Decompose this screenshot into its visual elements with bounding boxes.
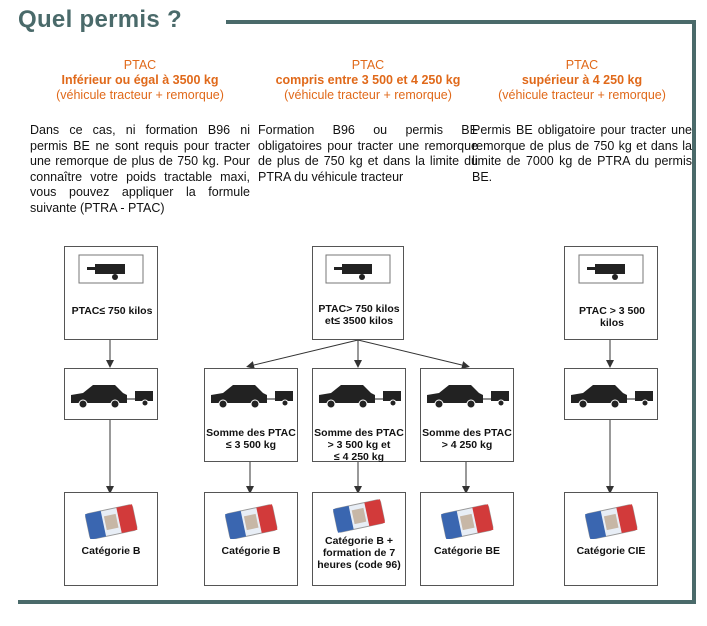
car-trailer-box-5 (564, 368, 658, 420)
ptac-box-label: PTAC> 750 kilos et≤ 3500 kilos (313, 303, 405, 327)
sum-ptac-label: Somme des PTAC ≤ 3 500 kg (205, 427, 297, 451)
license-box-1: Catégorie B (64, 492, 158, 586)
license-card-icon (329, 499, 389, 533)
trailer-icon (565, 251, 657, 291)
license-box-2: Catégorie B (204, 492, 298, 586)
category-label: Catégorie B (222, 545, 281, 557)
license-card-icon (81, 503, 141, 539)
car-trailer-icon (65, 379, 157, 415)
trailer-box-3: PTAC > 3 500 kilos (564, 246, 658, 340)
license-box-4: Catégorie BE (420, 492, 514, 586)
ptac-box-label: PTAC≤ 750 kilos (65, 305, 159, 317)
car-trailer-icon (565, 379, 657, 415)
category-label: Catégorie B (82, 545, 141, 557)
trailer-box-2: PTAC> 750 kilos et≤ 3500 kilos (312, 246, 404, 340)
license-card-icon (581, 503, 641, 539)
car-trailer-box-3: Somme des PTAC > 3 500 kg et ≤ 4 250 kg (312, 368, 406, 462)
license-box-5: Catégorie CIE (564, 492, 658, 586)
car-trailer-icon (313, 379, 405, 415)
ptac-box-label: PTAC > 3 500 kilos (565, 305, 659, 329)
car-trailer-icon (421, 379, 513, 415)
category-label: Catégorie BE (434, 545, 500, 557)
license-card-icon (437, 503, 497, 539)
car-trailer-box-4: Somme des PTAC > 4 250 kg (420, 368, 514, 462)
car-trailer-box-1 (64, 368, 158, 420)
trailer-box-1: PTAC≤ 750 kilos (64, 246, 158, 340)
category-label: Catégorie CIE (577, 545, 646, 557)
license-box-3: Catégorie B + formation de 7 heures (cod… (312, 492, 406, 586)
trailer-icon (65, 251, 157, 291)
category-label: Catégorie B + formation de 7 heures (cod… (317, 535, 400, 571)
sum-ptac-label: Somme des PTAC > 3 500 kg et ≤ 4 250 kg (313, 427, 405, 463)
trailer-icon (313, 251, 403, 291)
car-trailer-box-2: Somme des PTAC ≤ 3 500 kg (204, 368, 298, 462)
car-trailer-icon (205, 379, 297, 415)
license-card-icon (221, 503, 281, 539)
sum-ptac-label: Somme des PTAC > 4 250 kg (421, 427, 513, 451)
